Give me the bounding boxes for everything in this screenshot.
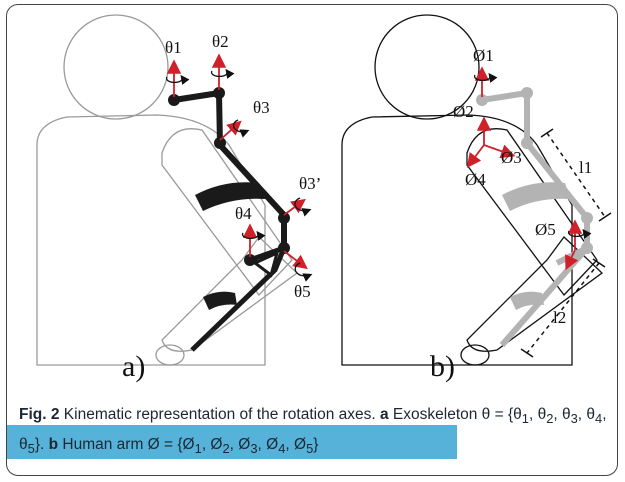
panel-a-axes: [166, 53, 308, 270]
joint-a3: [214, 137, 226, 149]
head-outline-a: [63, 14, 169, 120]
joint-a2: [213, 87, 225, 99]
torso-outline-a: [36, 114, 266, 366]
upper-arm-outline-b: [466, 128, 598, 297]
human-cuff-lower: [510, 291, 544, 310]
upper-arm-outline-a: [161, 128, 293, 297]
label-phi1: Ø1: [473, 46, 494, 65]
caption-highlight: [7, 425, 457, 459]
label-l2: l2: [553, 308, 566, 327]
joint-a1: [168, 94, 180, 106]
human-chain: [481, 90, 590, 347]
panel-a-label: a): [122, 350, 146, 383]
panel-a-body: [36, 14, 299, 366]
panel-a-exoskeleton: [168, 87, 290, 352]
label-theta2: θ2: [212, 32, 229, 51]
joint-a3p: [278, 212, 290, 224]
label-phi2: Ø2: [453, 102, 474, 121]
label-l1: l1: [579, 158, 592, 177]
joint-b3: [521, 137, 533, 149]
caption-fig-label: Fig. 2: [19, 406, 60, 423]
panel-b-links: [476, 87, 593, 347]
exo-cuff-upper: [195, 182, 265, 211]
hand-outline-a: [155, 344, 185, 366]
label-phi3: Ø3: [501, 148, 522, 167]
figure-frame: θ1 θ2 θ3 θ3’ θ4 θ5: [6, 4, 618, 476]
hand-outline-b: [460, 344, 490, 366]
caption-a: a: [380, 406, 389, 423]
human-cuff-upper: [502, 182, 570, 211]
label-theta3: θ3: [253, 98, 270, 117]
joint-b4: [581, 212, 593, 224]
kinematic-diagram: θ1 θ2 θ3 θ3’ θ4 θ5: [36, 14, 612, 366]
caption-text-1: Kinematic representation of the rotation…: [59, 406, 380, 423]
forearm-outline-a: [161, 236, 299, 352]
exo-end-triangle: [252, 250, 280, 278]
label-theta4: θ4: [235, 204, 252, 223]
joint-a5: [278, 242, 290, 254]
caption-text-2: Exoskeleton θ = {θ: [388, 406, 522, 423]
caption-b: b: [48, 436, 59, 454]
panel-a-rotation-marks: [165, 68, 313, 282]
label-theta1: θ1: [165, 38, 182, 57]
panel-b-rotation-marks: [473, 72, 592, 239]
joint-b5: [581, 242, 593, 254]
figure-caption: Fig. 2 Kinematic representation of the r…: [19, 406, 607, 457]
joint-a4: [244, 254, 256, 266]
label-phi5: Ø5: [535, 220, 556, 239]
exo-cuff-lower: [203, 291, 237, 310]
joint-b2: [521, 87, 533, 99]
torso-outline-b: [341, 114, 573, 366]
label-phi4: Ø4: [465, 170, 486, 189]
caption-text-3: Human arm Ø = {Ø: [58, 436, 195, 454]
label-theta5: θ5: [294, 282, 311, 301]
joint-b1: [476, 94, 488, 106]
label-theta3p: θ3’: [299, 174, 321, 193]
panel-b-label: b): [430, 350, 455, 383]
segment-dimension-lines: [520, 128, 612, 358]
forearm-outline-b: [466, 236, 604, 352]
